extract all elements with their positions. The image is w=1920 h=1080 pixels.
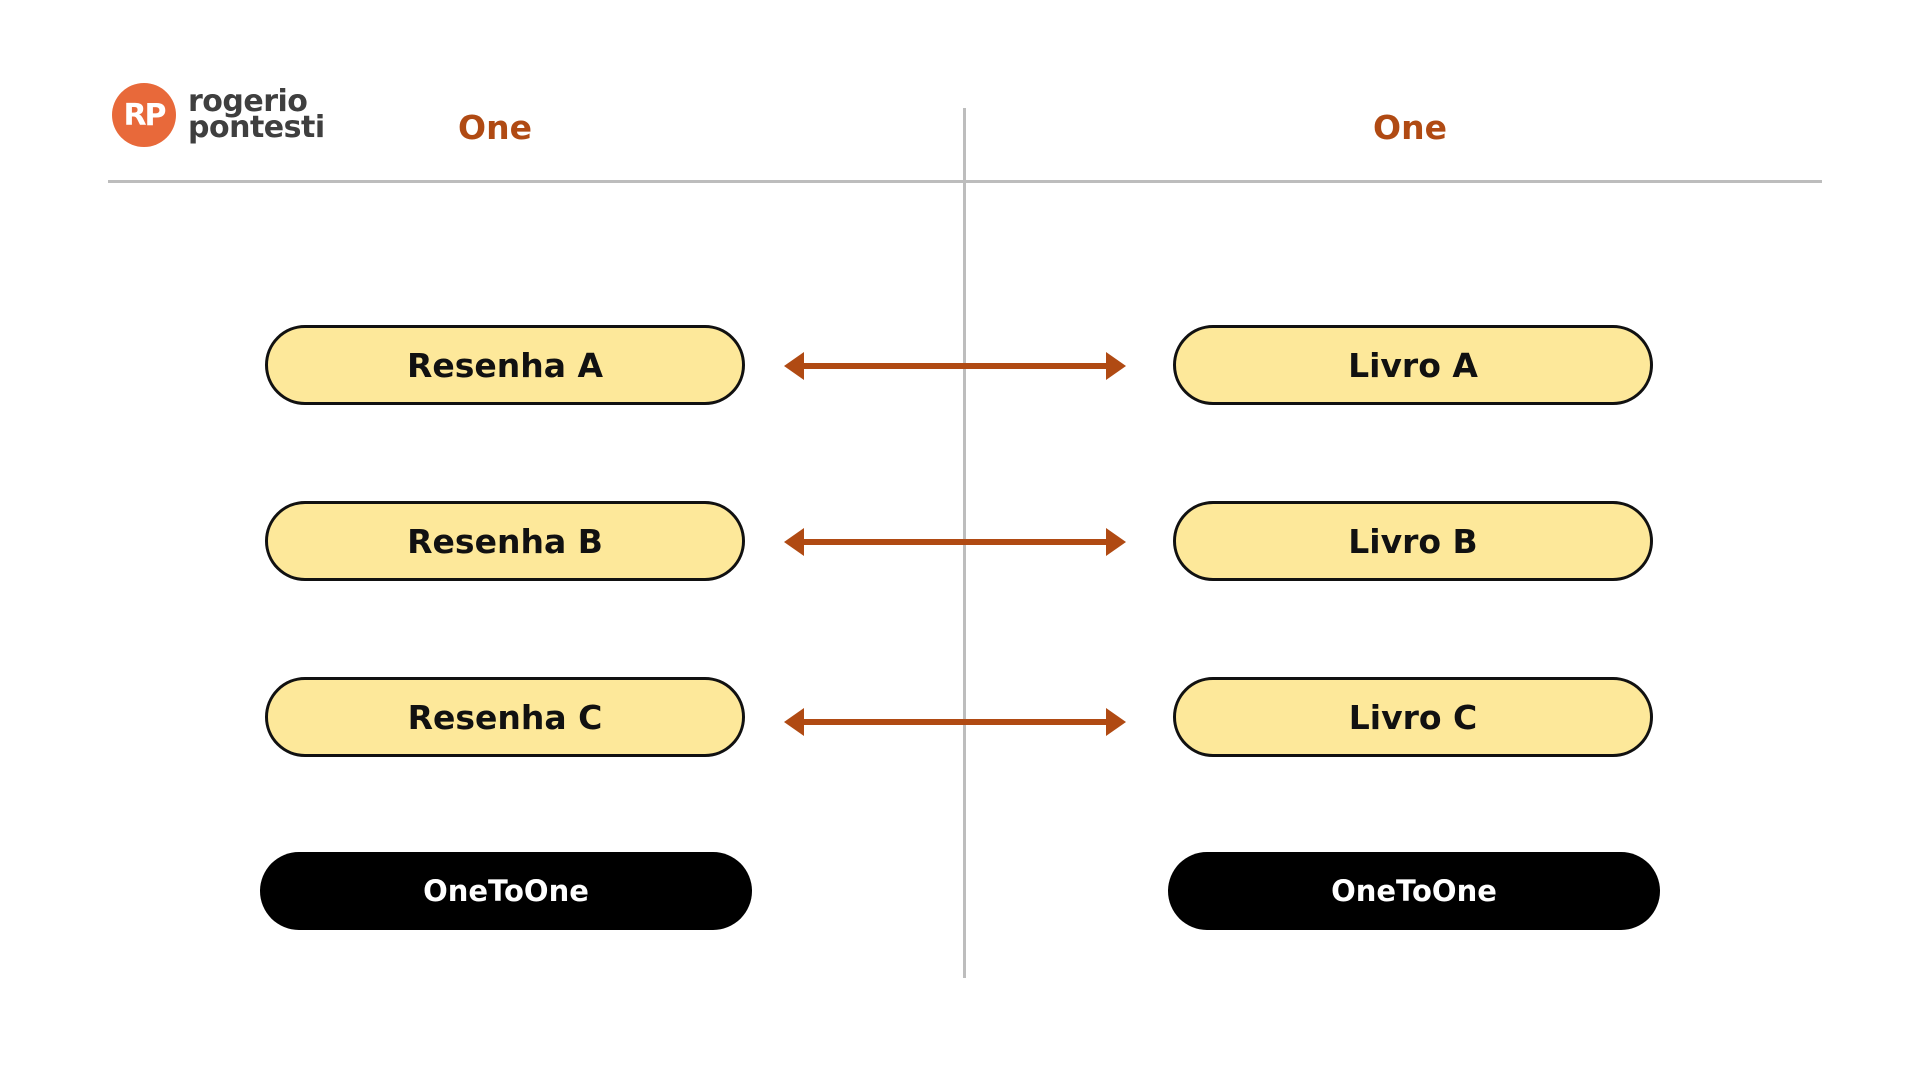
left-column-title: One xyxy=(458,108,532,147)
logo-line-1: rogerio xyxy=(188,84,308,119)
logo-mark: RP xyxy=(112,83,176,147)
logo-line-2: pontesti xyxy=(188,110,325,145)
right-column-title: One xyxy=(1373,108,1447,147)
livro-c-node: Livro C xyxy=(1173,677,1653,757)
livro-a-node: Livro A xyxy=(1173,325,1653,405)
logo-wordmark: rogerio pontesti xyxy=(188,84,325,145)
double-arrow-a xyxy=(784,352,1126,380)
double-arrow-b xyxy=(784,528,1126,556)
resenha-a-node: Resenha A xyxy=(265,325,745,405)
double-arrow-c xyxy=(784,708,1126,736)
right-relationship-tag: OneToOne xyxy=(1168,852,1660,930)
livro-b-node: Livro B xyxy=(1173,501,1653,581)
left-relationship-tag: OneToOne xyxy=(260,852,752,930)
brand-logo: RP rogerio pontesti xyxy=(112,82,325,148)
resenha-b-node: Resenha B xyxy=(265,501,745,581)
resenha-c-node: Resenha C xyxy=(265,677,745,757)
